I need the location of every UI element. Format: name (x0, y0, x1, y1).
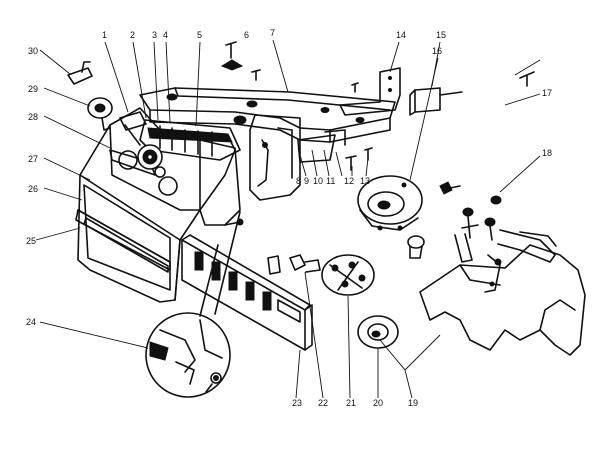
leader-lines (35, 39, 541, 399)
callout-29: 29 (28, 84, 38, 94)
right-cabinet-panel (199, 139, 244, 226)
callout-14: 14 (396, 30, 406, 40)
callout-19: 19 (408, 398, 418, 408)
callout-10: 10 (313, 176, 323, 186)
front-handle (77, 209, 171, 273)
callout-labels: 1 2 3 4 5 6 7 8 9 10 11 12 13 14 15 16 1… (26, 28, 552, 408)
callout-28: 28 (28, 112, 38, 122)
burner-valve-bar (181, 234, 313, 351)
knob-30 (67, 61, 93, 85)
callout-24: 24 (26, 317, 36, 327)
screw-part-12 (345, 155, 357, 171)
callout-26: 26 (28, 184, 38, 194)
control-panel-strip (137, 119, 241, 170)
knob-29 (87, 97, 113, 131)
callout-6: 6 (244, 30, 249, 40)
callout-1: 1 (102, 30, 107, 40)
callout-21: 21 (346, 398, 356, 408)
callout-9: 9 (304, 176, 309, 186)
callout-13: 13 (360, 176, 370, 186)
detail-inset-circle (145, 211, 241, 398)
spring-bracket-22 (267, 254, 321, 275)
side-support (249, 114, 301, 201)
callout-27: 27 (28, 154, 38, 164)
callout-30: 30 (28, 46, 38, 56)
console-body (75, 107, 236, 303)
callout-8: 8 (296, 176, 301, 186)
knob-28 (119, 111, 147, 131)
valve-fittings (439, 181, 557, 293)
burner-cap-20 (357, 315, 399, 349)
side-bracket (409, 87, 463, 116)
mounting-bracket (339, 67, 401, 116)
knob-19 (407, 235, 425, 259)
mounting-plate-21 (321, 254, 375, 296)
bracket-parts-8-11 (297, 129, 346, 163)
screw-part-13 (364, 147, 373, 161)
callout-23: 23 (292, 398, 302, 408)
screw-top-small (251, 69, 359, 93)
callout-12: 12 (344, 176, 354, 186)
callout-16: 16 (432, 46, 442, 56)
screw-part-6 (220, 41, 244, 71)
rear-panel-right (419, 244, 586, 356)
callout-11: 11 (326, 176, 335, 186)
callout-5: 5 (197, 30, 202, 40)
callout-18: 18 (542, 148, 552, 158)
callout-3: 3 (152, 30, 157, 40)
callout-17: 17 (542, 88, 552, 98)
callout-4: 4 (163, 30, 168, 40)
callout-20: 20 (373, 398, 383, 408)
burner-dial-16 (357, 175, 423, 231)
callout-15: 15 (436, 30, 446, 40)
callout-25: 25 (26, 236, 36, 246)
callout-2: 2 (130, 30, 135, 40)
callout-22: 22 (318, 398, 328, 408)
fastener-right-top (519, 71, 535, 87)
callout-7: 7 (270, 28, 275, 38)
